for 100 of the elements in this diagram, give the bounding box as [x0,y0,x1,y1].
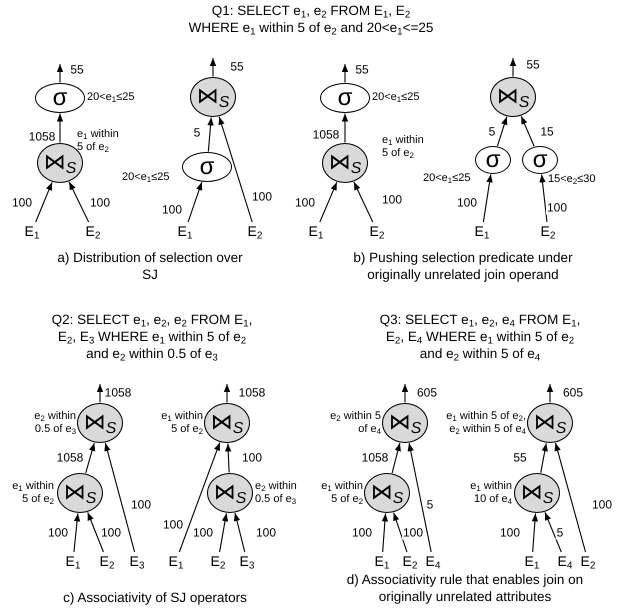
relation-name: E$_{4}$ [422,552,444,570]
relation-name: E$_{1}$ [174,222,196,240]
arrow [35,182,53,222]
predicate-label: e$_{1}$ within 10 of e$_{4}$ [469,480,512,506]
query-text: Q1: SELECT e$_{1}$, e$_{2}$ FROM E$_{1}$, E$_{2}$ WHERE e$_{1}$ within 5 of e$_{2}$ and 20<e$_{1}$<=25 [188,2,434,36]
arrow [482,174,493,222]
edge-label: 1058 [360,452,390,464]
join-node: ⋈$_{S}$ [527,403,573,443]
edge-label: 5 [192,126,202,140]
edge-label: 100 [546,202,568,214]
caption: c) Associativity of SJ operators [62,589,248,606]
selection-node: σ [475,146,511,174]
relation-name: E$_{3}$ [236,552,258,570]
edge-label: 100 [192,526,214,540]
arrow [496,116,508,146]
selection-node: σ [320,83,370,113]
selection-node: σ [35,83,85,113]
edge-label: 55 [354,64,370,76]
predicate-label: e$_{2}$ within 5 of e$_{4}$ [329,410,381,436]
arrow [224,384,230,402]
predicate-label: e$_{2}$ within 0.5 of e$_{3}$ [255,480,298,506]
predicate-label: 20<e$_{1}$≤25 [122,171,170,184]
arrow [56,64,64,82]
predicate-label: e$_{1}$ within 5 of e$_{2}$ [320,480,363,506]
arrow [225,443,232,473]
relation-name: E$_{2}$ [577,552,599,570]
relation-name: E$_{1}$ [521,552,543,570]
edge-label: 15 [539,126,555,138]
edge-label: 100 [456,196,478,210]
join-node: ⋈$_{S}$ [77,403,123,443]
arrow [353,182,374,222]
arrow [382,513,388,552]
arrow [540,443,548,473]
relation-name: E$_{2}$ [399,552,421,570]
predicate-label: e$_{1}$ within 5 of e$_{2}$ [382,134,425,160]
edge-label: 1058 [104,386,132,400]
arrow [210,58,216,76]
arrow [87,512,104,552]
edge-label: 100 [498,526,522,540]
arrow [342,114,348,142]
edge-label: 100 [294,196,316,210]
relation-name: E$_{1}$ [62,552,84,570]
edge-label: 100 [88,196,112,210]
edge-label: 100 [100,526,122,540]
edge-label: 55 [229,60,245,74]
join-node: ⋈$_{S}$ [57,473,103,513]
arrow [219,513,228,552]
arrow [188,182,202,222]
arrow [56,114,64,142]
predicate-label: e$_{1}$ within 5 of e$_{2}$ [11,480,54,506]
arrow [408,443,432,552]
relation-name: E$_{1}$ [305,222,327,240]
predicate-label: e$_{1}$ within 5 of e$_{2}$, e$_{2}$ within 5 of e$_{4}$ [445,410,526,436]
relation-name: E$_{2}$ [244,222,266,240]
arrow [178,442,220,552]
arrow [96,384,104,402]
arrow [218,116,253,222]
join-node: ⋈$_{S}$ [322,143,368,183]
edge-label: 100 [162,518,184,532]
relation-name: E$_{1}$ [471,222,493,240]
edge-label: 55 [525,58,541,72]
caption: a) Distribution of selection over SJ [56,249,244,283]
edge-label: 100 [380,194,404,206]
relation-name: E$_{4}$ [554,552,576,570]
query-text: Q3: SELECT e$_{1}$, e$_{2}$, e$_{4}$ FROM E$_{1}$, E$_{2}$, E$_{4}$ WHERE e$_{1}$ within 5 of e$_{2}$ and e$_{2}$ within 5 of e$_{4}$ [378,311,582,362]
arrow [319,182,338,222]
arrow [207,117,214,152]
edge-label: 100 [250,190,274,204]
join-node: ⋈$_{S}$ [382,403,428,443]
join-node: ⋈$_{S}$ [514,473,560,513]
predicate-label: e$_{2}$ within 0.5 of e$_{3}$ [33,410,76,436]
relation-name: E$_{1}$ [21,222,43,240]
relation-name: E$_{3}$ [126,552,148,570]
relation-name: E$_{2}$ [96,552,118,570]
arrow [544,512,562,552]
predicate-label: e$_{1}$ within 5 of e$_{2}$ [77,128,120,154]
relation-name: E$_{2}$ [537,222,559,240]
arrow [104,442,136,552]
relation-name: E$_{1}$ [165,552,187,570]
relation-name: E$_{2}$ [207,552,229,570]
arrow [539,174,548,222]
arrow [234,512,246,552]
edge-label: 100 [350,526,374,540]
edge-label: 100 [402,526,424,540]
arrow [342,64,348,82]
edge-label: 1058 [312,128,340,142]
edge-label: 55 [512,452,528,464]
edge-label: 605 [416,386,438,400]
selection-node: σ [522,146,558,174]
edge-label: 1058 [28,130,56,144]
join-node: ⋈$_{S}$ [190,77,236,117]
arrow [85,442,96,474]
arrow [68,182,90,222]
edge-label: 1058 [56,452,84,464]
arrow [73,513,80,552]
caption: d) Associativity rule that enables join on originally unrelated attributes [346,571,584,605]
edge-label: 100 [590,498,614,512]
arrow [402,384,408,402]
arrow [546,384,554,402]
edge-label: 5 [556,526,564,540]
